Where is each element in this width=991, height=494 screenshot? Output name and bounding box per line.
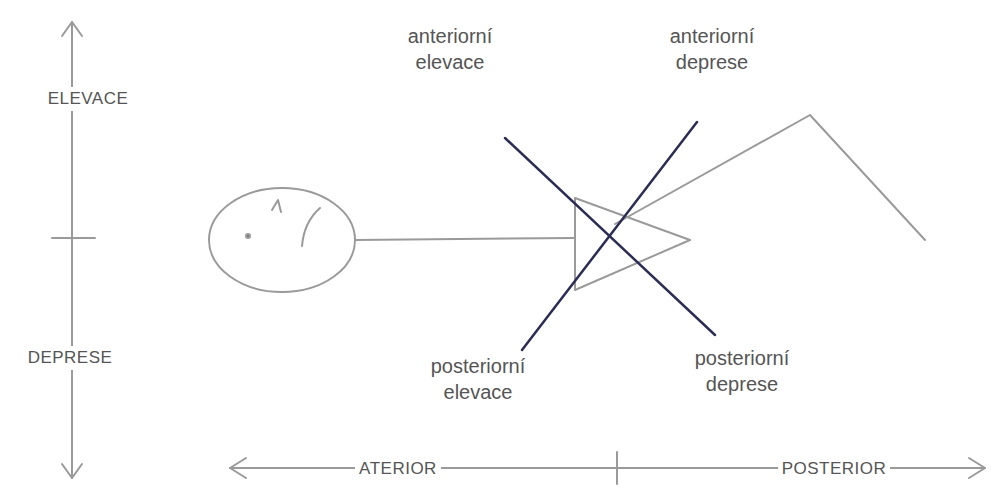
axis-label: DEPRESE (24, 346, 117, 370)
mouth (302, 208, 320, 246)
cross-line (522, 122, 697, 350)
direction-label: posteriorní deprese (691, 344, 794, 398)
label-text: posteriorní deprese (695, 347, 790, 395)
direction-label: posteriorní elevace (427, 352, 530, 406)
axis-tick (52, 237, 95, 239)
arrowhead (969, 458, 985, 478)
axis-label: ELEVACE (44, 87, 133, 111)
head (209, 188, 355, 292)
axis-label: ATERIOR (355, 457, 441, 481)
label-text: posteriorní elevace (431, 355, 526, 403)
label-text: DEPRESE (28, 348, 113, 367)
label-text: anteriorní deprese (670, 25, 755, 73)
label-text: POSTERIOR (782, 459, 887, 478)
triangle (575, 198, 690, 290)
label-text: ELEVACE (48, 89, 129, 108)
label-text: ATERIOR (359, 459, 437, 478)
direction-label: anteriorní elevace (404, 22, 497, 76)
arrowhead (62, 22, 82, 36)
label-text: anteriorní elevace (408, 25, 493, 73)
axis-tick (616, 452, 618, 484)
shaft (355, 238, 575, 240)
head-mark (272, 200, 281, 212)
direction-label: anteriorní deprese (666, 22, 759, 76)
eye (246, 234, 250, 238)
arrowhead (230, 458, 246, 478)
zigzag (615, 115, 925, 240)
arrowhead (62, 464, 82, 478)
axis-label: POSTERIOR (778, 457, 891, 481)
